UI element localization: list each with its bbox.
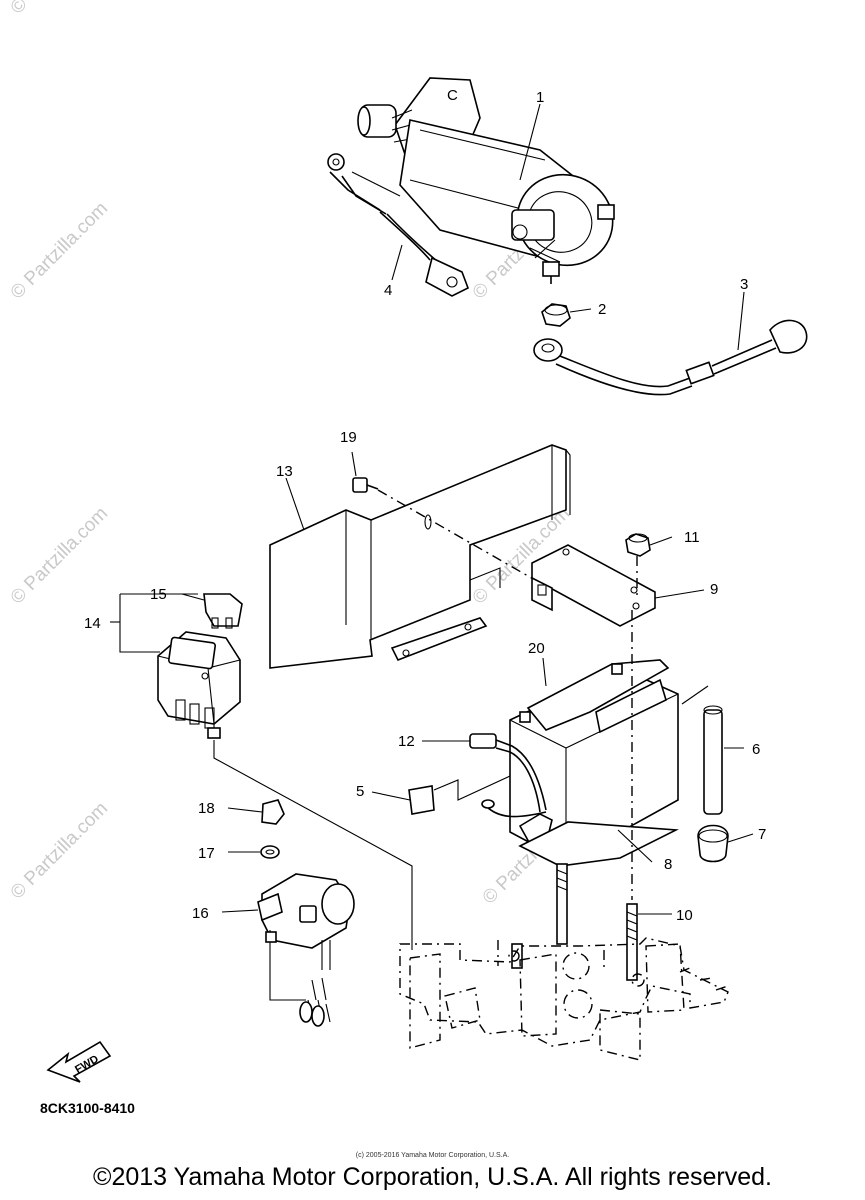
part-15-fuse <box>203 593 243 629</box>
watermark: © Partzilla.com <box>7 0 112 19</box>
part-18-cap <box>261 799 285 825</box>
sensor-bracket <box>269 930 306 1001</box>
callout-13: 13 <box>276 463 293 480</box>
part-4-cable <box>327 153 470 297</box>
watermark: © Partzilla.com <box>7 503 112 608</box>
callout-11: 11 <box>684 529 700 546</box>
relay-wire <box>213 740 413 950</box>
part-16-sensor <box>257 873 355 1027</box>
callout-15: 15 <box>150 586 167 603</box>
part-code: 8CK3100-8410 <box>40 1100 135 1116</box>
callout-5: 5 <box>356 783 364 800</box>
callout-7: 7 <box>758 826 766 843</box>
part-11-nut <box>625 533 651 600</box>
part-8-pad <box>518 821 679 867</box>
callouts: 1 2 3 4 5 6 7 8 9 10 11 12 13 14 15 16 1… <box>84 89 766 924</box>
fwd-arrow-icon: FWD <box>46 1040 112 1083</box>
watermarks: © Partzilla.com © Partzilla.com © Partzi… <box>7 0 584 909</box>
callout-3: 3 <box>740 276 748 293</box>
small-copyright: (c) 2005-2016 Yamaha Motor Corporation, … <box>355 1152 510 1159</box>
watermark: © Partzilla.com <box>7 798 112 903</box>
part-20-battery <box>509 659 679 863</box>
callout-18: 18 <box>198 800 215 817</box>
callout-16: 16 <box>192 905 209 922</box>
callout-12: 12 <box>398 733 415 750</box>
part-7-grommet <box>697 824 729 863</box>
callout-19: 19 <box>340 429 357 446</box>
part-19-bolt <box>352 477 536 581</box>
part-17-washer <box>260 845 280 859</box>
callout-17: 17 <box>198 845 215 862</box>
motor-mark: C <box>447 87 458 104</box>
callout-14: 14 <box>84 615 101 632</box>
sensor-bolt <box>265 931 277 943</box>
callout-2: 2 <box>598 301 606 318</box>
frame <box>399 937 729 1061</box>
part-10-bolt <box>511 610 638 981</box>
callout-8: 8 <box>664 856 672 873</box>
leader-lines <box>110 103 754 915</box>
callout-1: 1 <box>536 89 544 106</box>
callout-10: 10 <box>676 907 693 924</box>
part-2-nut <box>541 303 571 327</box>
callout-9: 9 <box>710 581 718 598</box>
part-9-plate <box>531 544 656 627</box>
callout-6: 6 <box>752 741 760 758</box>
part-5-clip <box>408 775 511 815</box>
starter-motor: C <box>357 77 615 284</box>
callout-4: 4 <box>384 282 392 299</box>
part-13-bracket <box>269 444 571 669</box>
watermark: © Partzilla.com <box>7 198 112 303</box>
part-14-relay <box>157 631 241 739</box>
part-6-tube <box>703 705 723 815</box>
callout-20: 20 <box>528 640 545 657</box>
copyright: ©2013 Yamaha Motor Corporation, U.S.A. A… <box>93 1163 772 1191</box>
part-3-cable <box>533 319 808 396</box>
